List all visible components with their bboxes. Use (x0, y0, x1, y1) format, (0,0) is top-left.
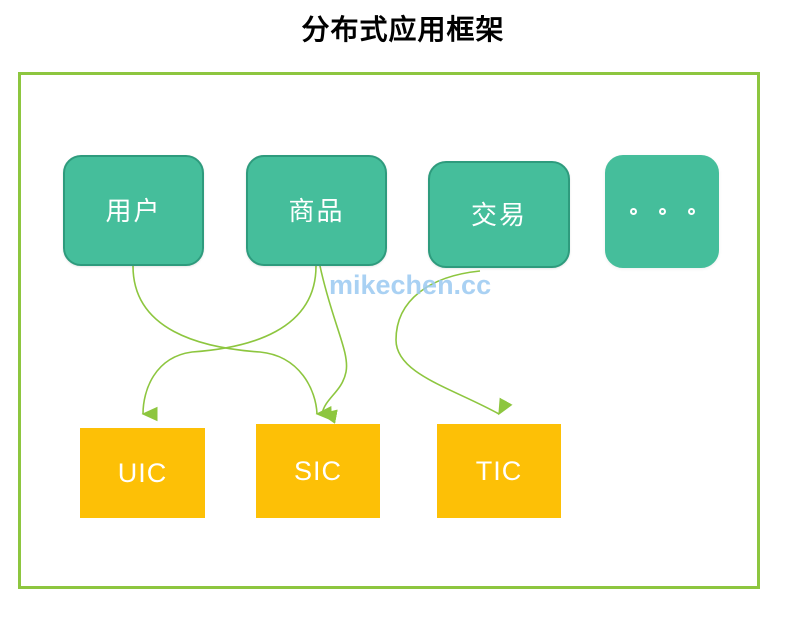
page-title: 分布式应用框架 (301, 14, 505, 45)
service-node-user[interactable]: 用户 (63, 155, 204, 266)
service-node-trade[interactable]: 交易 (428, 161, 570, 268)
center-node-sic[interactable]: SIC (256, 424, 380, 518)
dot-icon (687, 208, 695, 215)
watermark: mikechen.cc (329, 270, 492, 300)
dot-icon (658, 208, 666, 215)
diagram-frame (18, 72, 760, 589)
center-node-sic-label: SIC (293, 455, 342, 486)
center-node-tic[interactable]: TIC (437, 424, 561, 518)
center-node-uic-label: UIC (117, 457, 168, 488)
service-node-product[interactable]: 商品 (246, 155, 387, 266)
dot-icon (629, 208, 637, 215)
center-node-uic[interactable]: UIC (80, 428, 205, 518)
service-node-user-label: 用户 (105, 195, 162, 226)
service-node-trade-label: 交易 (470, 199, 527, 230)
center-node-tic-label: TIC (475, 455, 523, 486)
service-node-more[interactable] (605, 155, 719, 268)
ellipsis-dots-icon (629, 208, 695, 215)
service-node-product-label: 商品 (288, 195, 345, 226)
